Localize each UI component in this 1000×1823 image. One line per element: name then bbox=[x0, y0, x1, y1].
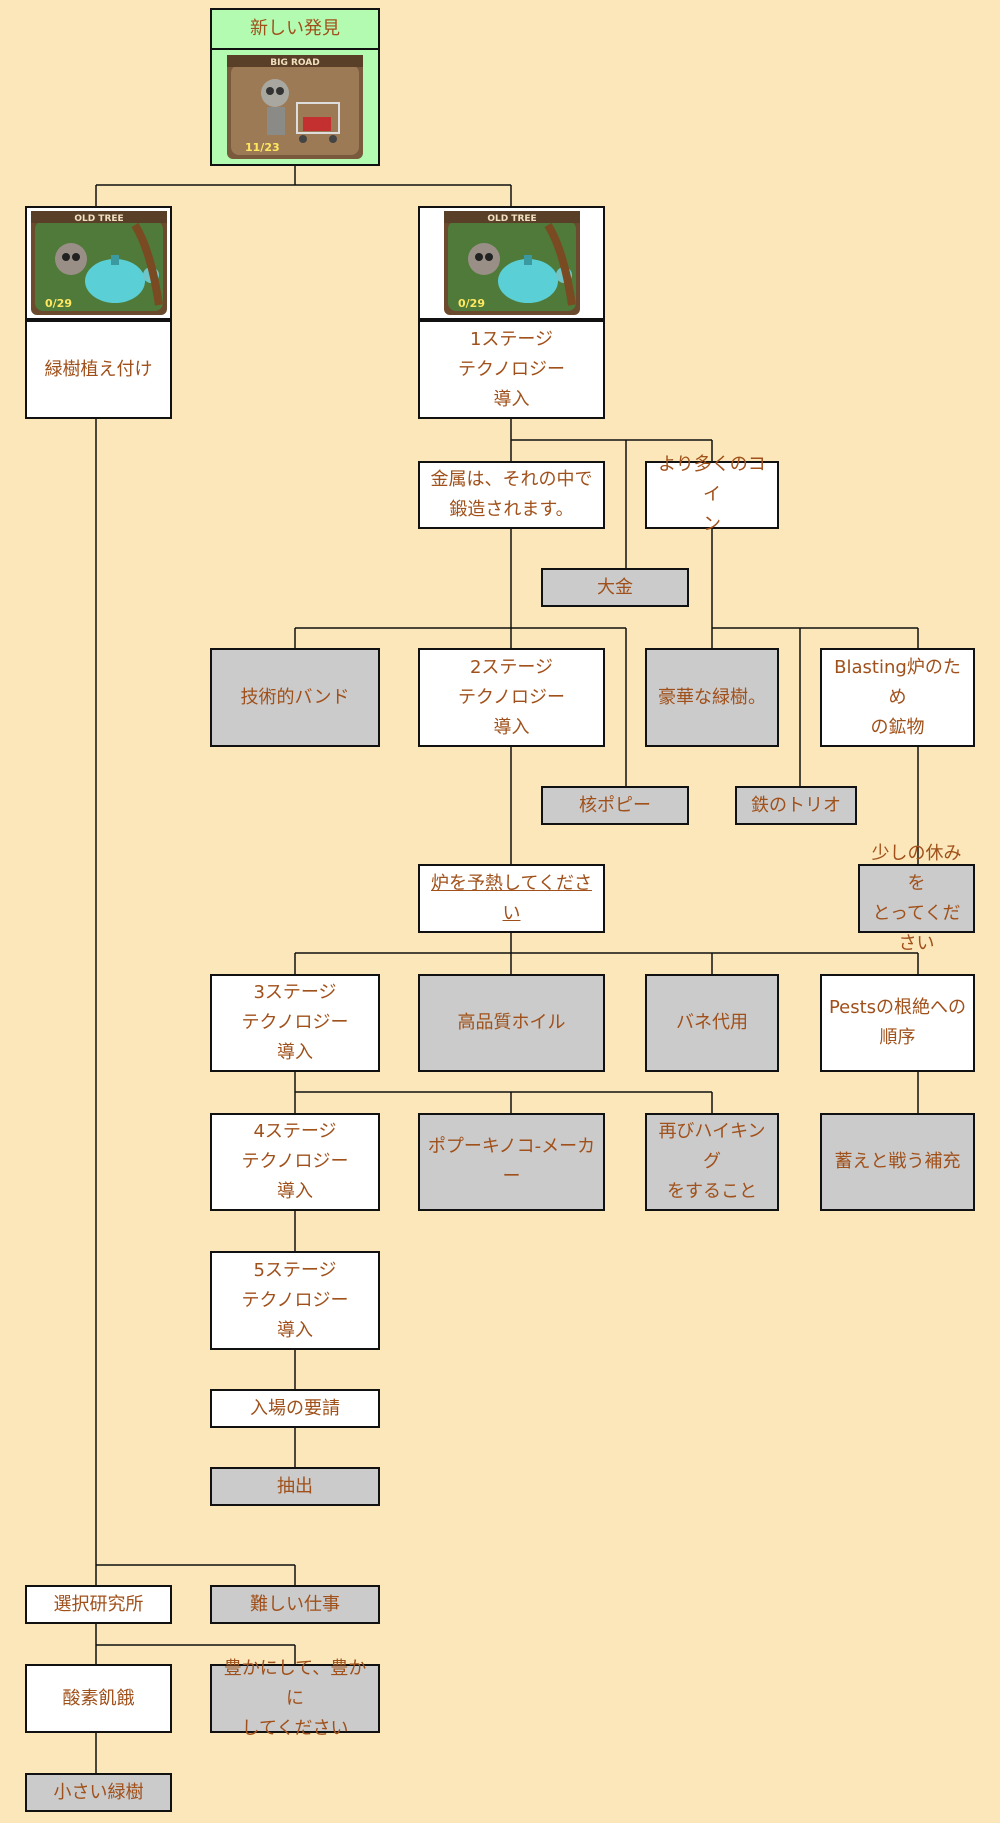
node-take-break[interactable]: 少しの休みを とってください bbox=[858, 843, 975, 954]
node-tech-band[interactable]: 技術的バンド bbox=[210, 648, 380, 747]
node-extraction[interactable]: 抽出 bbox=[210, 1467, 380, 1506]
node-choice-lab[interactable]: 選択研究所 bbox=[25, 1585, 172, 1624]
thumbnail-old-tree-left[interactable]: OLD TREE 0/29 bbox=[25, 206, 172, 320]
node-new-discovery[interactable]: 新しい発見 bbox=[210, 8, 380, 50]
svg-text:0/29: 0/29 bbox=[45, 297, 72, 310]
big-road-image: BIG ROAD 11/23 bbox=[227, 55, 363, 159]
node-greenery-planting[interactable]: 緑樹植え付け bbox=[25, 320, 172, 419]
node-big-money[interactable]: 大金 bbox=[541, 568, 689, 607]
node-stage5[interactable]: 5ステージ テクノロジー 導入 bbox=[210, 1251, 380, 1350]
node-stage3[interactable]: 3ステージ テクノロジー 導入 bbox=[210, 974, 380, 1072]
node-nuclear-poppy[interactable]: 核ポピー bbox=[541, 786, 689, 825]
node-more-coins[interactable]: より多くのコイ ン bbox=[645, 454, 779, 535]
node-preheat-furnace[interactable]: 炉を予熱してください bbox=[418, 864, 605, 933]
thumbnail-big-road[interactable]: BIG ROAD 11/23 bbox=[210, 48, 380, 166]
svg-text:11/23: 11/23 bbox=[245, 141, 280, 154]
old-tree-image: OLD TREE 0/29 bbox=[30, 211, 167, 315]
node-small-greenery[interactable]: 小さい緑樹 bbox=[25, 1773, 172, 1812]
node-entry-request[interactable]: 入場の要請 bbox=[210, 1389, 380, 1428]
old-tree-image: OLD TREE 0/29 bbox=[443, 211, 580, 315]
node-stage4[interactable]: 4ステージ テクノロジー 導入 bbox=[210, 1113, 380, 1211]
node-stage2[interactable]: 2ステージ テクノロジー 導入 bbox=[418, 648, 605, 747]
node-pest-refill[interactable]: 蓄えと戦う補充 bbox=[820, 1113, 975, 1211]
node-iron-trio[interactable]: 鉄のトリオ bbox=[735, 786, 857, 825]
node-pest-order[interactable]: Pestsの根絶への 順序 bbox=[820, 974, 975, 1072]
node-oxygen-starvation[interactable]: 酸素飢餓 bbox=[25, 1664, 172, 1733]
node-hard-work[interactable]: 難しい仕事 bbox=[210, 1585, 380, 1624]
node-hiking-again[interactable]: 再びハイキング をすること bbox=[645, 1113, 779, 1211]
svg-text:OLD TREE: OLD TREE bbox=[487, 214, 536, 224]
svg-text:OLD TREE: OLD TREE bbox=[74, 214, 123, 224]
svg-text:0/29: 0/29 bbox=[458, 297, 485, 310]
node-quality-foil[interactable]: 高品質ホイル bbox=[418, 974, 605, 1072]
node-metal-forged[interactable]: 金属は、それの中で 鍛造されます。 bbox=[418, 461, 605, 529]
node-poppy-mushroom[interactable]: ポプーキノコ-メーカー bbox=[418, 1113, 605, 1211]
node-stage1[interactable]: 1ステージ テクノロジー 導入 bbox=[418, 320, 605, 419]
thumbnail-old-tree-right[interactable]: OLD TREE 0/29 bbox=[418, 206, 605, 320]
node-spring-substitute[interactable]: バネ代用 bbox=[645, 974, 779, 1072]
svg-text:BIG ROAD: BIG ROAD bbox=[270, 58, 320, 68]
node-enrich[interactable]: 豊かにして、豊かに してください bbox=[210, 1658, 380, 1739]
node-blasting-ore[interactable]: Blasting炉のため の鉱物 bbox=[820, 648, 975, 747]
node-luxury-greenery[interactable]: 豪華な緑樹。 bbox=[645, 648, 779, 747]
